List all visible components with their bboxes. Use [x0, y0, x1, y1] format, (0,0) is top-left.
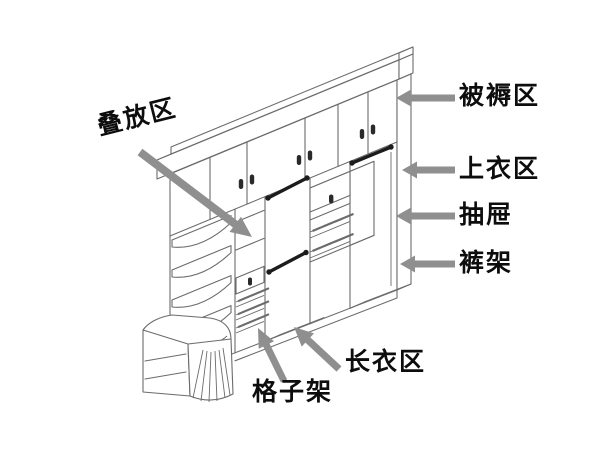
carcass-right-panel	[396, 73, 412, 291]
tops-arrow	[402, 161, 455, 179]
door-knob	[249, 174, 255, 185]
label-pants-rack: 裤架	[459, 250, 514, 277]
column-dividers	[234, 160, 351, 354]
rod-end	[304, 175, 310, 181]
curved-shelf	[171, 275, 232, 308]
rod-end	[303, 249, 309, 256]
bedding-arrow	[396, 89, 455, 107]
drawer-divider-line	[309, 194, 351, 213]
rod-end	[388, 144, 394, 150]
hanging-rod-right	[350, 145, 393, 165]
drawer-unit-bottom-edge	[309, 234, 375, 263]
pants-rack-bars	[312, 212, 354, 252]
grid-shelf-arrow	[258, 328, 288, 383]
pants-rack-slats	[309, 212, 354, 259]
drawer-arrow	[396, 207, 455, 225]
corner-cabinet	[142, 314, 234, 403]
cornice	[156, 46, 414, 180]
grid-lattice-racks	[235, 287, 270, 334]
wardrobe-line-drawing	[142, 46, 414, 403]
curved-shelf	[171, 245, 232, 278]
door-knob	[296, 155, 302, 165]
door-knob	[238, 179, 244, 189]
drawer-unit	[309, 160, 375, 263]
rod-end	[349, 160, 355, 166]
hanging-rods	[265, 144, 394, 275]
rod-end	[265, 195, 271, 201]
label-grid-shelf: 格子架	[252, 379, 334, 406]
drawer-knob	[329, 194, 334, 204]
door-knob	[370, 124, 376, 135]
annotation-arrows	[137, 89, 455, 383]
label-bedding-zone: 被褥区	[459, 83, 541, 110]
pants-rack-arrow	[400, 255, 455, 273]
upper-door-dividers	[209, 91, 369, 220]
grid-mini-drawer-knob	[248, 277, 252, 286]
base-plinth	[234, 289, 398, 362]
rod-end	[266, 269, 272, 275]
tambour-door-lines	[192, 347, 231, 403]
label-tops-zone: 上衣区	[459, 156, 541, 183]
drawer-unit-side-face	[349, 160, 375, 246]
hanging-rod-lower	[267, 250, 308, 274]
label-drawer: 抽屉	[459, 202, 514, 229]
door-knob	[359, 129, 365, 139]
lattice-slats	[237, 287, 270, 329]
label-long-clothes-zone: 长衣区	[345, 349, 427, 376]
hanging-rod-upper	[266, 176, 309, 200]
door-knobs	[238, 124, 376, 189]
corner-cabinet-shelf-lines	[144, 353, 187, 380]
long-clothes-arrow	[294, 327, 342, 372]
cornice-right-end	[398, 53, 414, 80]
door-knob	[307, 150, 313, 161]
stacking-arrow	[137, 148, 252, 237]
